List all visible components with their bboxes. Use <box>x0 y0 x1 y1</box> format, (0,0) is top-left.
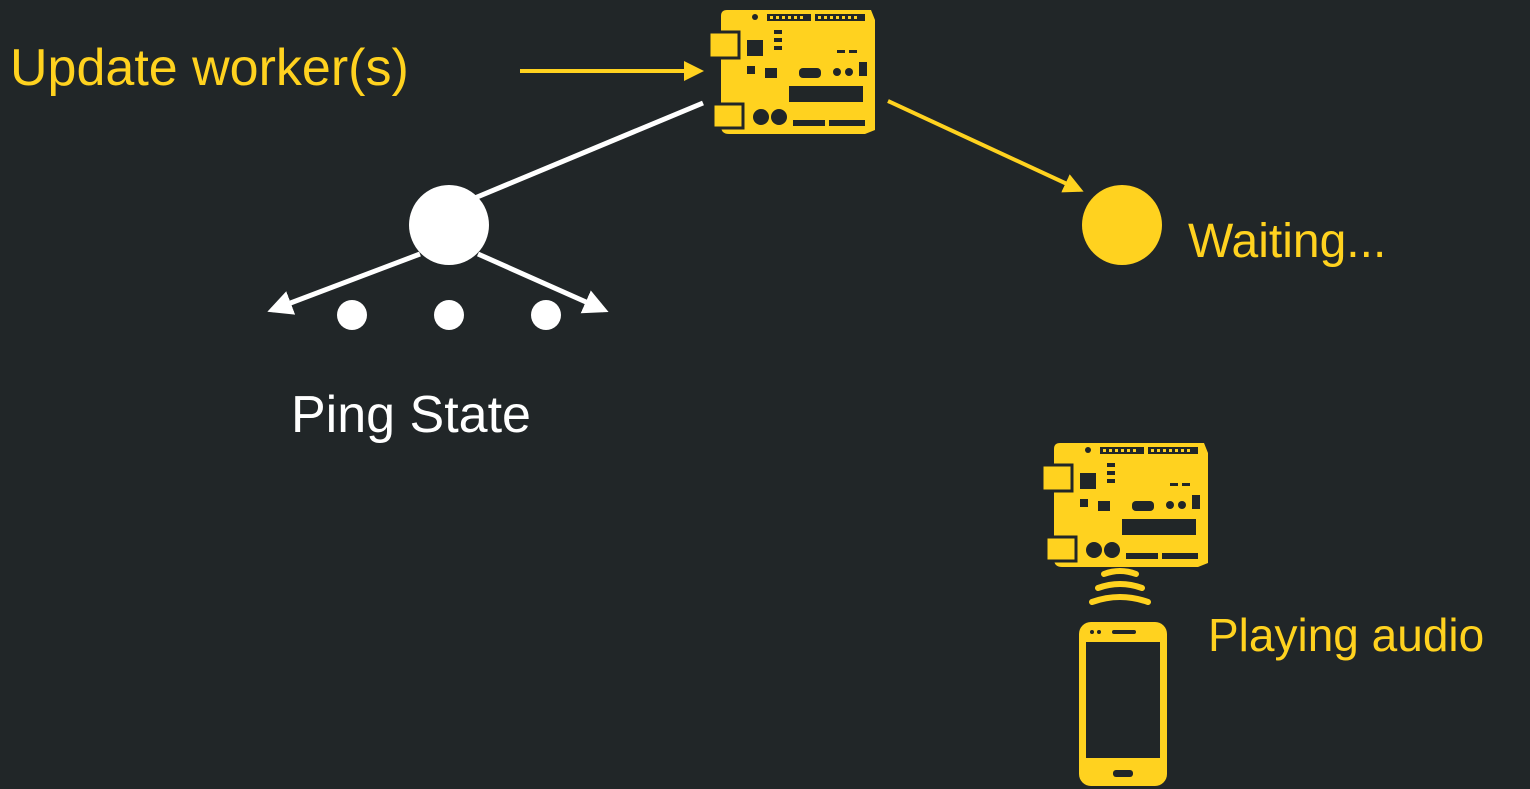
playing-audio-label: Playing audio <box>1208 609 1485 661</box>
wireless-signal-icon <box>1089 568 1151 605</box>
ping-branch-right-arrow <box>476 251 609 314</box>
ping-branch-left-arrow <box>267 251 421 315</box>
smartphone-icon <box>1079 622 1167 786</box>
ping-child-node <box>531 300 561 330</box>
ping-connector-line <box>469 100 704 203</box>
waiting-arrow <box>887 99 1084 193</box>
update-workers-label: Update worker(s) <box>10 39 409 97</box>
ping-root-node <box>409 185 489 265</box>
ping-state-label: Ping State <box>291 386 531 444</box>
waiting-node <box>1082 185 1162 265</box>
microcontroller-board-icon <box>707 8 877 136</box>
ping-child-node <box>337 300 367 330</box>
ping-child-node <box>434 300 464 330</box>
waiting-label: Waiting... <box>1188 215 1387 268</box>
microcontroller-board-icon <box>1040 441 1210 569</box>
